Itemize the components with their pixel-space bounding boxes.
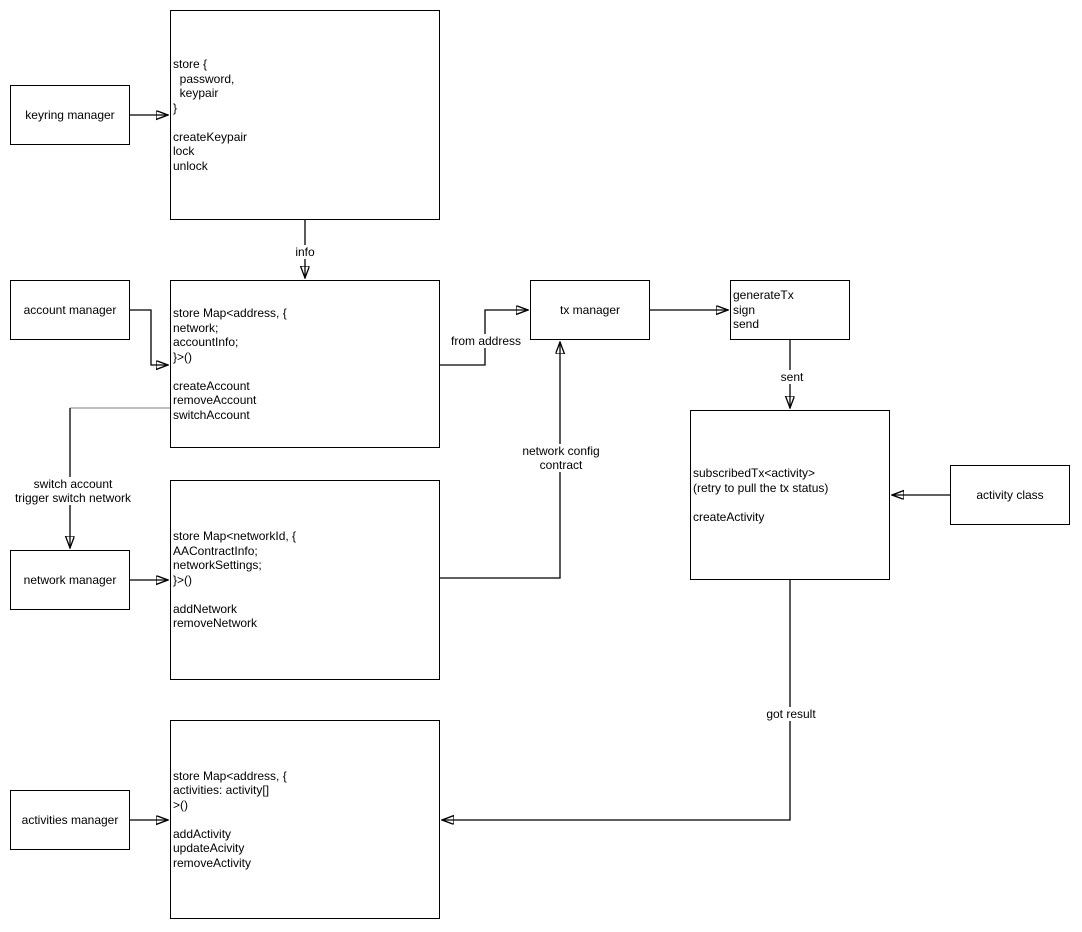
text-line: subscribedTx<activity>	[693, 466, 816, 480]
edge-label-network-config[interactable]: network config contract	[521, 444, 601, 472]
activity-class-label: activity class	[976, 488, 1044, 502]
network-manager-node[interactable]: network manager	[10, 550, 130, 610]
edge-label-sent[interactable]: sent	[779, 370, 805, 384]
tx-manager-label: tx manager	[559, 303, 621, 317]
tx-ops-node[interactable]: generateTx sign send	[730, 280, 850, 340]
text-line	[173, 364, 439, 379]
edge-account-manager-to-account-store[interactable]	[130, 309, 168, 365]
edge-label-from-address[interactable]: from address	[449, 334, 523, 348]
text-line: store Map<networkId, {	[173, 529, 297, 544]
text-line: createActivity	[693, 509, 765, 524]
text-line: (retry to pull the tx status)	[693, 480, 829, 495]
text-line: network;	[173, 320, 219, 335]
text-line	[173, 587, 439, 602]
text-line: activities: activity[]	[173, 783, 270, 798]
keyring-store-node[interactable]: store { password, keypair } createKeypai…	[170, 10, 440, 220]
text-line	[173, 115, 439, 130]
text-line	[173, 812, 439, 827]
network-store-node[interactable]: store Map<networkId, { AAContractInfo; n…	[170, 480, 440, 680]
edge-label-switch-account[interactable]: switch account trigger switch network	[13, 477, 133, 505]
text-line: createAccount	[173, 378, 250, 393]
text-line: networkSettings;	[173, 558, 262, 573]
text-line	[693, 495, 889, 510]
edge-network-config-network-store-to-tx-manager[interactable]	[440, 342, 560, 579]
activities-manager-node[interactable]: activities manager	[10, 790, 130, 850]
text-line: createKeypair	[173, 129, 248, 144]
text-line: store {	[173, 57, 208, 71]
activity-class-node[interactable]: activity class	[950, 465, 1070, 525]
text-line: addActivity	[173, 826, 232, 841]
network-manager-label: network manager	[23, 573, 117, 587]
text-line: updateAcivity	[173, 841, 245, 856]
text-line: keypair	[173, 86, 219, 100]
account-manager-label: account manager	[23, 303, 117, 317]
text-line: removeActivity	[173, 855, 252, 870]
text-line: store Map<address, {	[173, 768, 287, 783]
edge-label-switch-account-line1: switch account	[33, 477, 113, 491]
text-line: unlock	[173, 158, 208, 173]
edge-label-info[interactable]: info	[294, 245, 316, 259]
keyring-manager-label: keyring manager	[25, 108, 115, 122]
text-line: }	[173, 100, 178, 115]
subscribed-tx-node[interactable]: subscribedTx<activity> (retry to pull th…	[690, 410, 890, 580]
edge-label-switch-account-line2: trigger switch network	[14, 491, 132, 505]
text-line: }>()	[173, 349, 193, 364]
text-line: store Map<address, {	[173, 306, 287, 320]
text-line: password,	[173, 71, 235, 86]
text-line: switchAccount	[173, 407, 250, 422]
keyring-manager-node[interactable]: keyring manager	[10, 85, 130, 145]
account-store-node[interactable]: store Map<address, { network; accountInf…	[170, 280, 440, 448]
text-line: AAContractInfo;	[173, 543, 258, 558]
edge-label-got-result[interactable]: got result	[765, 707, 817, 721]
edge-got-result-subscribed-tx-to-activities-store[interactable]	[442, 580, 791, 820]
text-line: lock	[173, 144, 195, 158]
text-line: >()	[173, 797, 188, 812]
text-line: removeNetwork	[173, 616, 258, 631]
edge-label-network-config-line2: contract	[539, 458, 583, 472]
account-manager-node[interactable]: account manager	[10, 280, 130, 340]
edge-label-network-config-line1: network config	[522, 444, 600, 458]
text-line: generateTx	[733, 288, 794, 303]
tx-manager-node[interactable]: tx manager	[530, 280, 650, 340]
text-line: accountInfo;	[173, 335, 239, 349]
activities-store-node[interactable]: store Map<address, { activities: activit…	[170, 720, 440, 919]
activities-manager-label: activities manager	[21, 813, 119, 827]
text-line: }>()	[173, 572, 193, 587]
text-line: send	[733, 317, 760, 332]
text-line: sign	[733, 302, 756, 317]
text-line: addNetwork	[173, 601, 238, 616]
text-line: removeAccount	[173, 393, 257, 407]
